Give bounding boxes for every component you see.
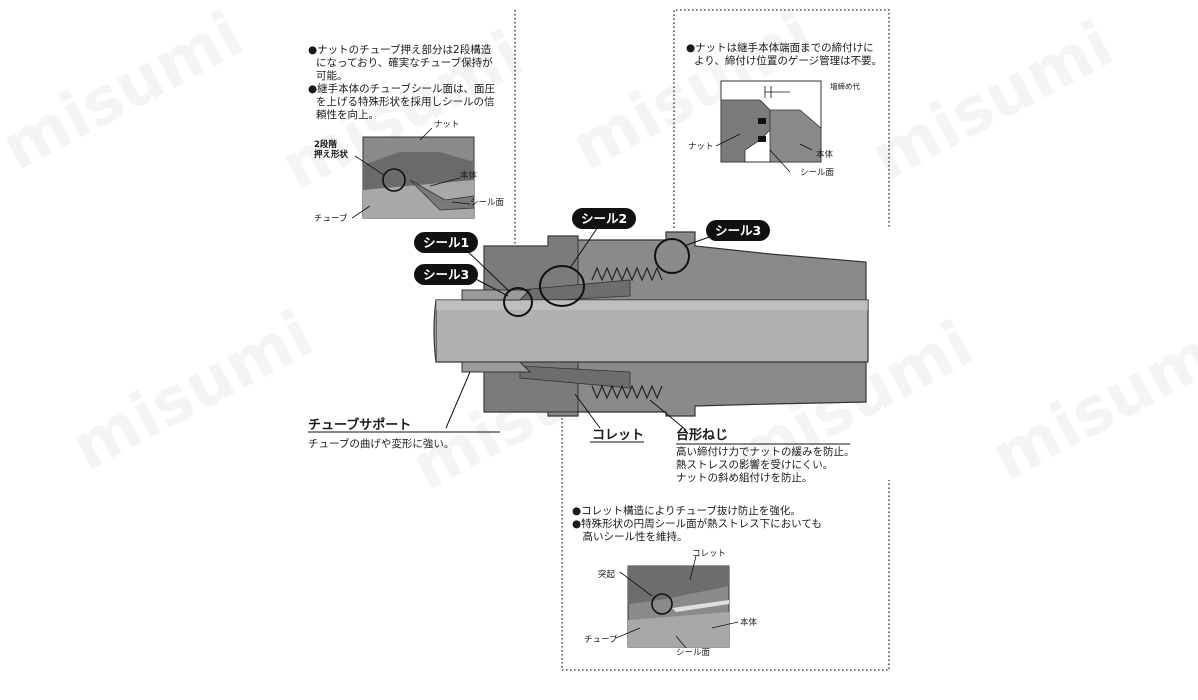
text-line: 高いシール性を維持。 bbox=[572, 531, 688, 543]
text-line: ●コレット構造によりチューブ抜け防止を強化。 bbox=[572, 505, 801, 517]
inset-label-nut: ナット bbox=[688, 142, 714, 152]
text-line: ●ナットは継手本体端面までの締付けに bbox=[686, 42, 874, 54]
tube-support bbox=[461, 361, 532, 373]
inset-label-seal: シール面 bbox=[800, 168, 835, 178]
trapezoid-text: 高い締付け力でナットの緩みを防止。 熱ストレスの影響を受けにくい。 ナットの斜め… bbox=[676, 446, 855, 485]
inset-label-body: 本体 bbox=[740, 618, 758, 628]
text-line: ●ナットのチューブ押え部分は2段構造 bbox=[308, 44, 492, 56]
top-right-text: ●ナットは継手本体端面までの締付けに より、締付け位置のゲージ管理は不要。 bbox=[686, 42, 882, 68]
collet-lower bbox=[519, 365, 631, 389]
inset-label-protrusion: 突起 bbox=[598, 570, 616, 580]
text-line: 高い締付け力でナットの緩みを防止。 bbox=[676, 446, 855, 458]
seal3-right-label: シール3 bbox=[706, 220, 771, 241]
text-line: 可能。 bbox=[316, 70, 348, 82]
inset-label-tube: チューブ bbox=[314, 214, 348, 224]
tube-support-desc: チューブの曲げや変形に強い。 bbox=[308, 438, 455, 450]
inset-label-body: 本体 bbox=[460, 171, 478, 181]
inset-label-body: 本体 bbox=[816, 150, 834, 160]
seal3-right-circle bbox=[654, 238, 690, 274]
dotted-guide bbox=[561, 310, 890, 671]
inset-label-seal: シール面 bbox=[470, 198, 505, 208]
text-line: を上げる特殊形状を採用しシールの信 bbox=[316, 96, 495, 108]
inset-label-collet: コレット bbox=[692, 549, 727, 559]
seal1-label: シール1 bbox=[414, 232, 479, 253]
seal2-circle bbox=[539, 265, 585, 307]
seal3-left-label: シール3 bbox=[414, 264, 479, 285]
bottom-text: ●コレット構造によりチューブ抜け防止を強化。 ●特殊形状の円周シール面が熱ストレ… bbox=[572, 505, 822, 544]
inset-label-tube: チューブ bbox=[584, 635, 618, 645]
top-left-text: ●ナットのチューブ押え部分は2段構造 になっており、確実なチューブ保持が 可能。… bbox=[308, 44, 495, 122]
seal2-label: シール2 bbox=[572, 208, 637, 229]
seal1-circle bbox=[503, 287, 533, 317]
text-line: より、締付け位置のゲージ管理は不要。 bbox=[694, 55, 883, 67]
tube-support-title: チューブサポート bbox=[308, 418, 412, 433]
inset-label-nut: ナット bbox=[434, 120, 460, 130]
dotted-guide bbox=[673, 9, 890, 228]
inset-label-step: 押え形状 bbox=[314, 150, 349, 160]
text-line: になっており、確実なチューブ保持が bbox=[316, 57, 493, 69]
text-line: 熱ストレスの影響を受けにくい。 bbox=[676, 459, 834, 471]
thread-upper bbox=[591, 266, 663, 282]
text-line: ●特殊形状の円周シール面が熱ストレス下においても bbox=[572, 518, 822, 530]
text-line: ●継手本体のチューブシール面は、面圧 bbox=[308, 83, 496, 95]
thread-lower bbox=[591, 384, 663, 400]
inset-label-step: 2段階 bbox=[314, 140, 337, 150]
trapezoid-title: 台形ねじ bbox=[676, 428, 729, 443]
text-line: ナットの斜め組付けを防止。 bbox=[676, 472, 813, 484]
text-line: 頼性を向上。 bbox=[316, 109, 379, 121]
collet-title: コレット bbox=[592, 428, 645, 443]
inset-label-seal: シール面 bbox=[676, 648, 711, 658]
inset-label-tighten: 増締め代 bbox=[830, 82, 860, 91]
